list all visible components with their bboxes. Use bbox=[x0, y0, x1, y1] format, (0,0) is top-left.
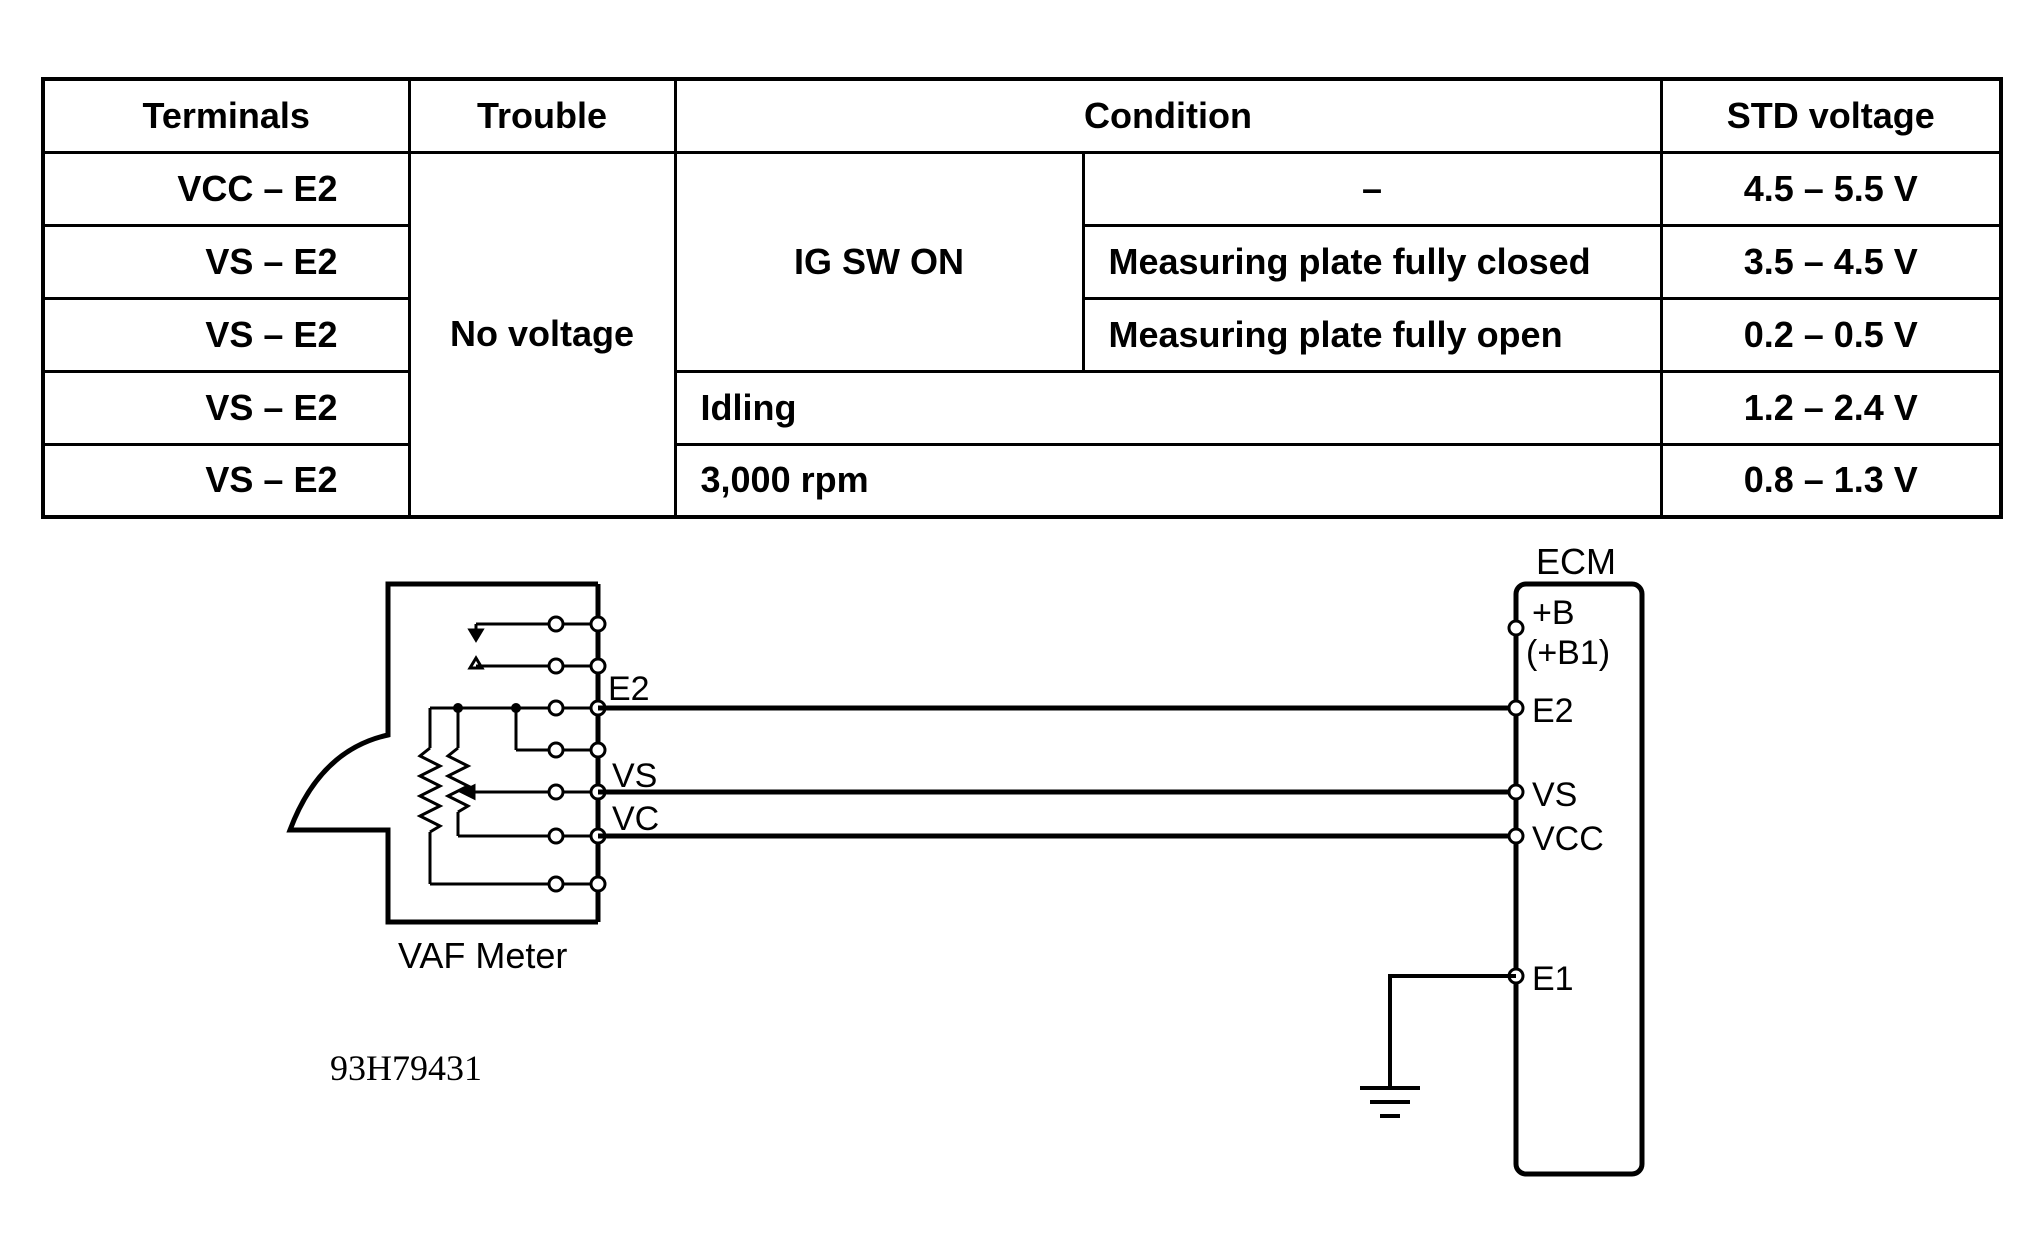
cell-voltage: 1.2 – 2.4 V bbox=[1659, 369, 2003, 446]
header-trouble: Trouble bbox=[407, 77, 677, 154]
ecm-pins bbox=[1507, 619, 1525, 985]
cell-voltage: 3.5 – 4.5 V bbox=[1659, 223, 2003, 300]
cell-terminals: VCC – E2 bbox=[41, 150, 411, 227]
cell-voltage: 0.2 – 0.5 V bbox=[1659, 296, 2003, 373]
junction-dot bbox=[511, 703, 521, 713]
cell-condition: 3,000 rpm bbox=[673, 442, 1663, 519]
cell-terminals: VS – E2 bbox=[41, 369, 411, 446]
ecm-terminal-plus-b: +B bbox=[1532, 594, 1575, 632]
table-row: VS – E2 Measuring plate fully open 0.2 –… bbox=[41, 296, 2003, 373]
header-std-voltage: STD voltage bbox=[1659, 77, 2003, 154]
ecm-terminal-vcc: VCC bbox=[1532, 820, 1604, 858]
cell-terminals: VS – E2 bbox=[41, 296, 411, 373]
cell-ig-sw-on: IG SW ON bbox=[673, 150, 1085, 373]
cell-condition: Measuring plate fully closed bbox=[1081, 223, 1663, 300]
voltage-spec-table: Terminals Trouble Condition STD voltage … bbox=[41, 77, 2004, 519]
cell-terminals: VS – E2 bbox=[41, 442, 411, 519]
table-header-row: Terminals Trouble Condition STD voltage bbox=[41, 77, 2003, 154]
table-row: VS – E2 Idling 1.2 – 2.4 V bbox=[41, 369, 2003, 446]
cell-condition: Idling bbox=[673, 369, 1663, 446]
ecm-terminal-e2: E2 bbox=[1532, 692, 1574, 730]
ecm-terminal-e1: E1 bbox=[1532, 960, 1574, 998]
ecm-terminal-plus-b1: (+B1) bbox=[1526, 634, 1610, 672]
figure-code: 93H79431 bbox=[330, 1048, 482, 1088]
junction-dot bbox=[453, 703, 463, 713]
vaf-terminal-vc-label: VC bbox=[612, 800, 659, 838]
cell-terminals: VS – E2 bbox=[41, 223, 411, 300]
cell-trouble: No voltage bbox=[407, 150, 677, 519]
ground-symbol bbox=[1360, 974, 1516, 1118]
ecm-terminal-vs: VS bbox=[1532, 776, 1577, 814]
vaf-meter-housing bbox=[286, 581, 598, 925]
cell-voltage: 4.5 – 5.5 V bbox=[1659, 150, 2003, 227]
header-condition: Condition bbox=[673, 77, 1663, 154]
harness-wires bbox=[598, 705, 1516, 839]
ecm-label: ECM bbox=[1536, 541, 1616, 582]
table-row: VCC – E2 No voltage IG SW ON – 4.5 – 5.5… bbox=[41, 150, 2003, 519]
table-row: VS – E2 3,000 rpm 0.8 – 1.3 V bbox=[41, 442, 2003, 519]
connector-pins bbox=[547, 615, 607, 893]
potentiometer-wiring bbox=[416, 706, 598, 886]
header-terminals: Terminals bbox=[41, 77, 411, 154]
vaf-meter-label: VAF Meter bbox=[398, 935, 567, 976]
vaf-terminal-e2-label: E2 bbox=[608, 670, 650, 708]
cell-condition: – bbox=[1081, 150, 1663, 227]
vaf-meter: E2 VS VC VAF Meter bbox=[286, 581, 659, 976]
ecm-unit: ECM +B (+B1) E2 VS VCC E1 bbox=[1507, 541, 1645, 1177]
ecm-box bbox=[1513, 581, 1645, 1177]
switch-leads bbox=[467, 622, 598, 670]
cell-voltage: 0.8 – 1.3 V bbox=[1659, 442, 2003, 519]
cell-condition: Measuring plate fully open bbox=[1081, 296, 1663, 373]
vaf-terminal-vs-label: VS bbox=[612, 757, 657, 795]
table-row: VS – E2 Measuring plate fully closed 3.5… bbox=[41, 223, 2003, 300]
